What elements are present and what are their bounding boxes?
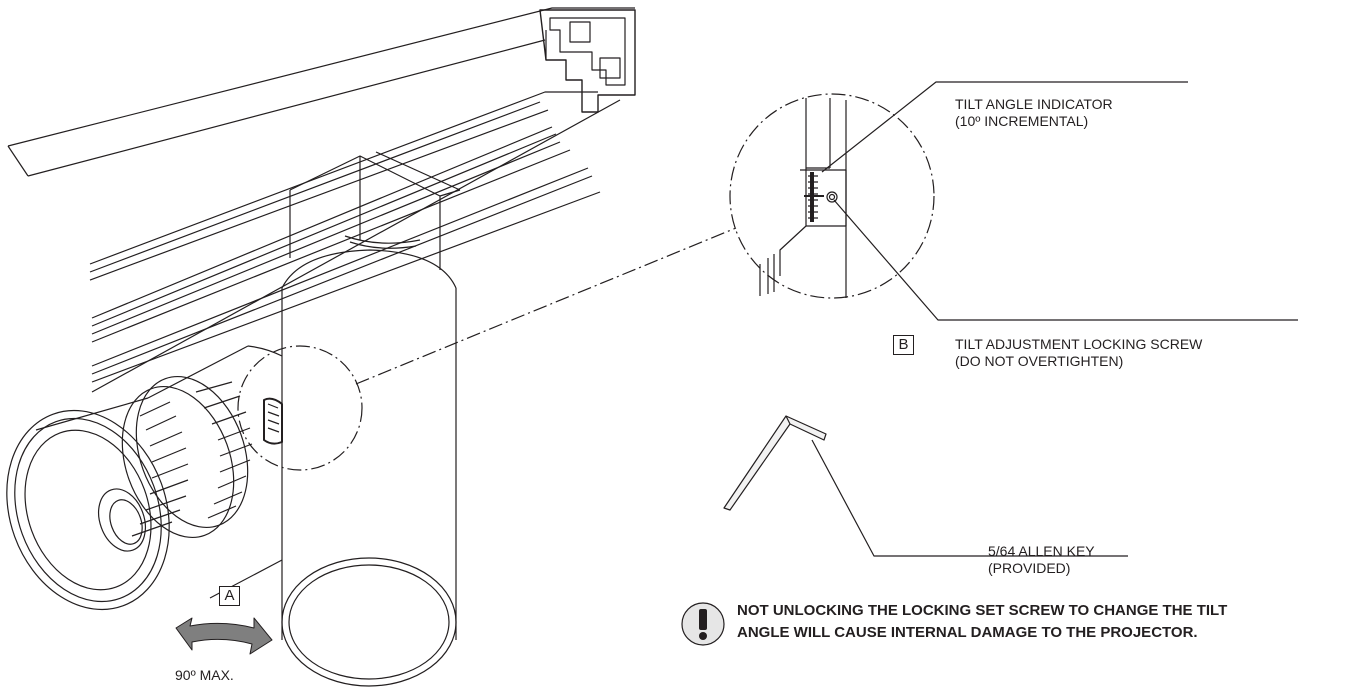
rotation-limit-label: 90º MAX. [175, 667, 234, 683]
allen-key-line2: (PROVIDED) [988, 560, 1071, 576]
tilt-joint [263, 397, 283, 445]
callout-a: A [219, 586, 240, 606]
allen-key-label: 5/64 ALLEN KEY (PROVIDED) [988, 543, 1095, 577]
allen-key-line1: 5/64 ALLEN KEY [988, 543, 1095, 559]
callout-b: B [893, 335, 914, 355]
warning-message: NOT UNLOCKING THE LOCKING SET SCREW TO C… [737, 600, 1227, 644]
allen-key [723, 415, 827, 511]
locking-screw-label: TILT ADJUSTMENT LOCKING SCREW (DO NOT OV… [955, 336, 1202, 370]
detail-enlarged [759, 98, 847, 298]
tilt-indicator-label: TILT ANGLE INDICATOR (10º INCREMENTAL) [955, 96, 1113, 130]
tilt-indicator-line1: TILT ANGLE INDICATOR [955, 96, 1113, 112]
projector-head [6, 345, 283, 611]
rotation-arrow [175, 617, 273, 655]
track-adapter [289, 151, 461, 270]
vertical-cylinder [281, 249, 457, 687]
locking-screw-line1: TILT ADJUSTMENT LOCKING SCREW [955, 336, 1203, 352]
indicator-leader [821, 81, 1188, 173]
screw-leader [833, 199, 1298, 321]
warning-line2: ANGLE WILL CAUSE INTERNAL DAMAGE TO THE … [737, 624, 1198, 641]
warning-line1: NOT UNLOCKING THE LOCKING SET SCREW TO C… [737, 602, 1228, 619]
exclamation-icon [681, 602, 725, 646]
allen-key-leader [811, 439, 1128, 557]
tilt-indicator-line2: (10º INCREMENTAL) [955, 113, 1089, 129]
detail-circle-small [237, 345, 363, 471]
detail-circle-large [729, 93, 935, 299]
detail-leader [355, 227, 737, 385]
track-rail [7, 7, 636, 393]
locking-screw-line2: (DO NOT OVERTIGHTEN) [955, 353, 1124, 369]
